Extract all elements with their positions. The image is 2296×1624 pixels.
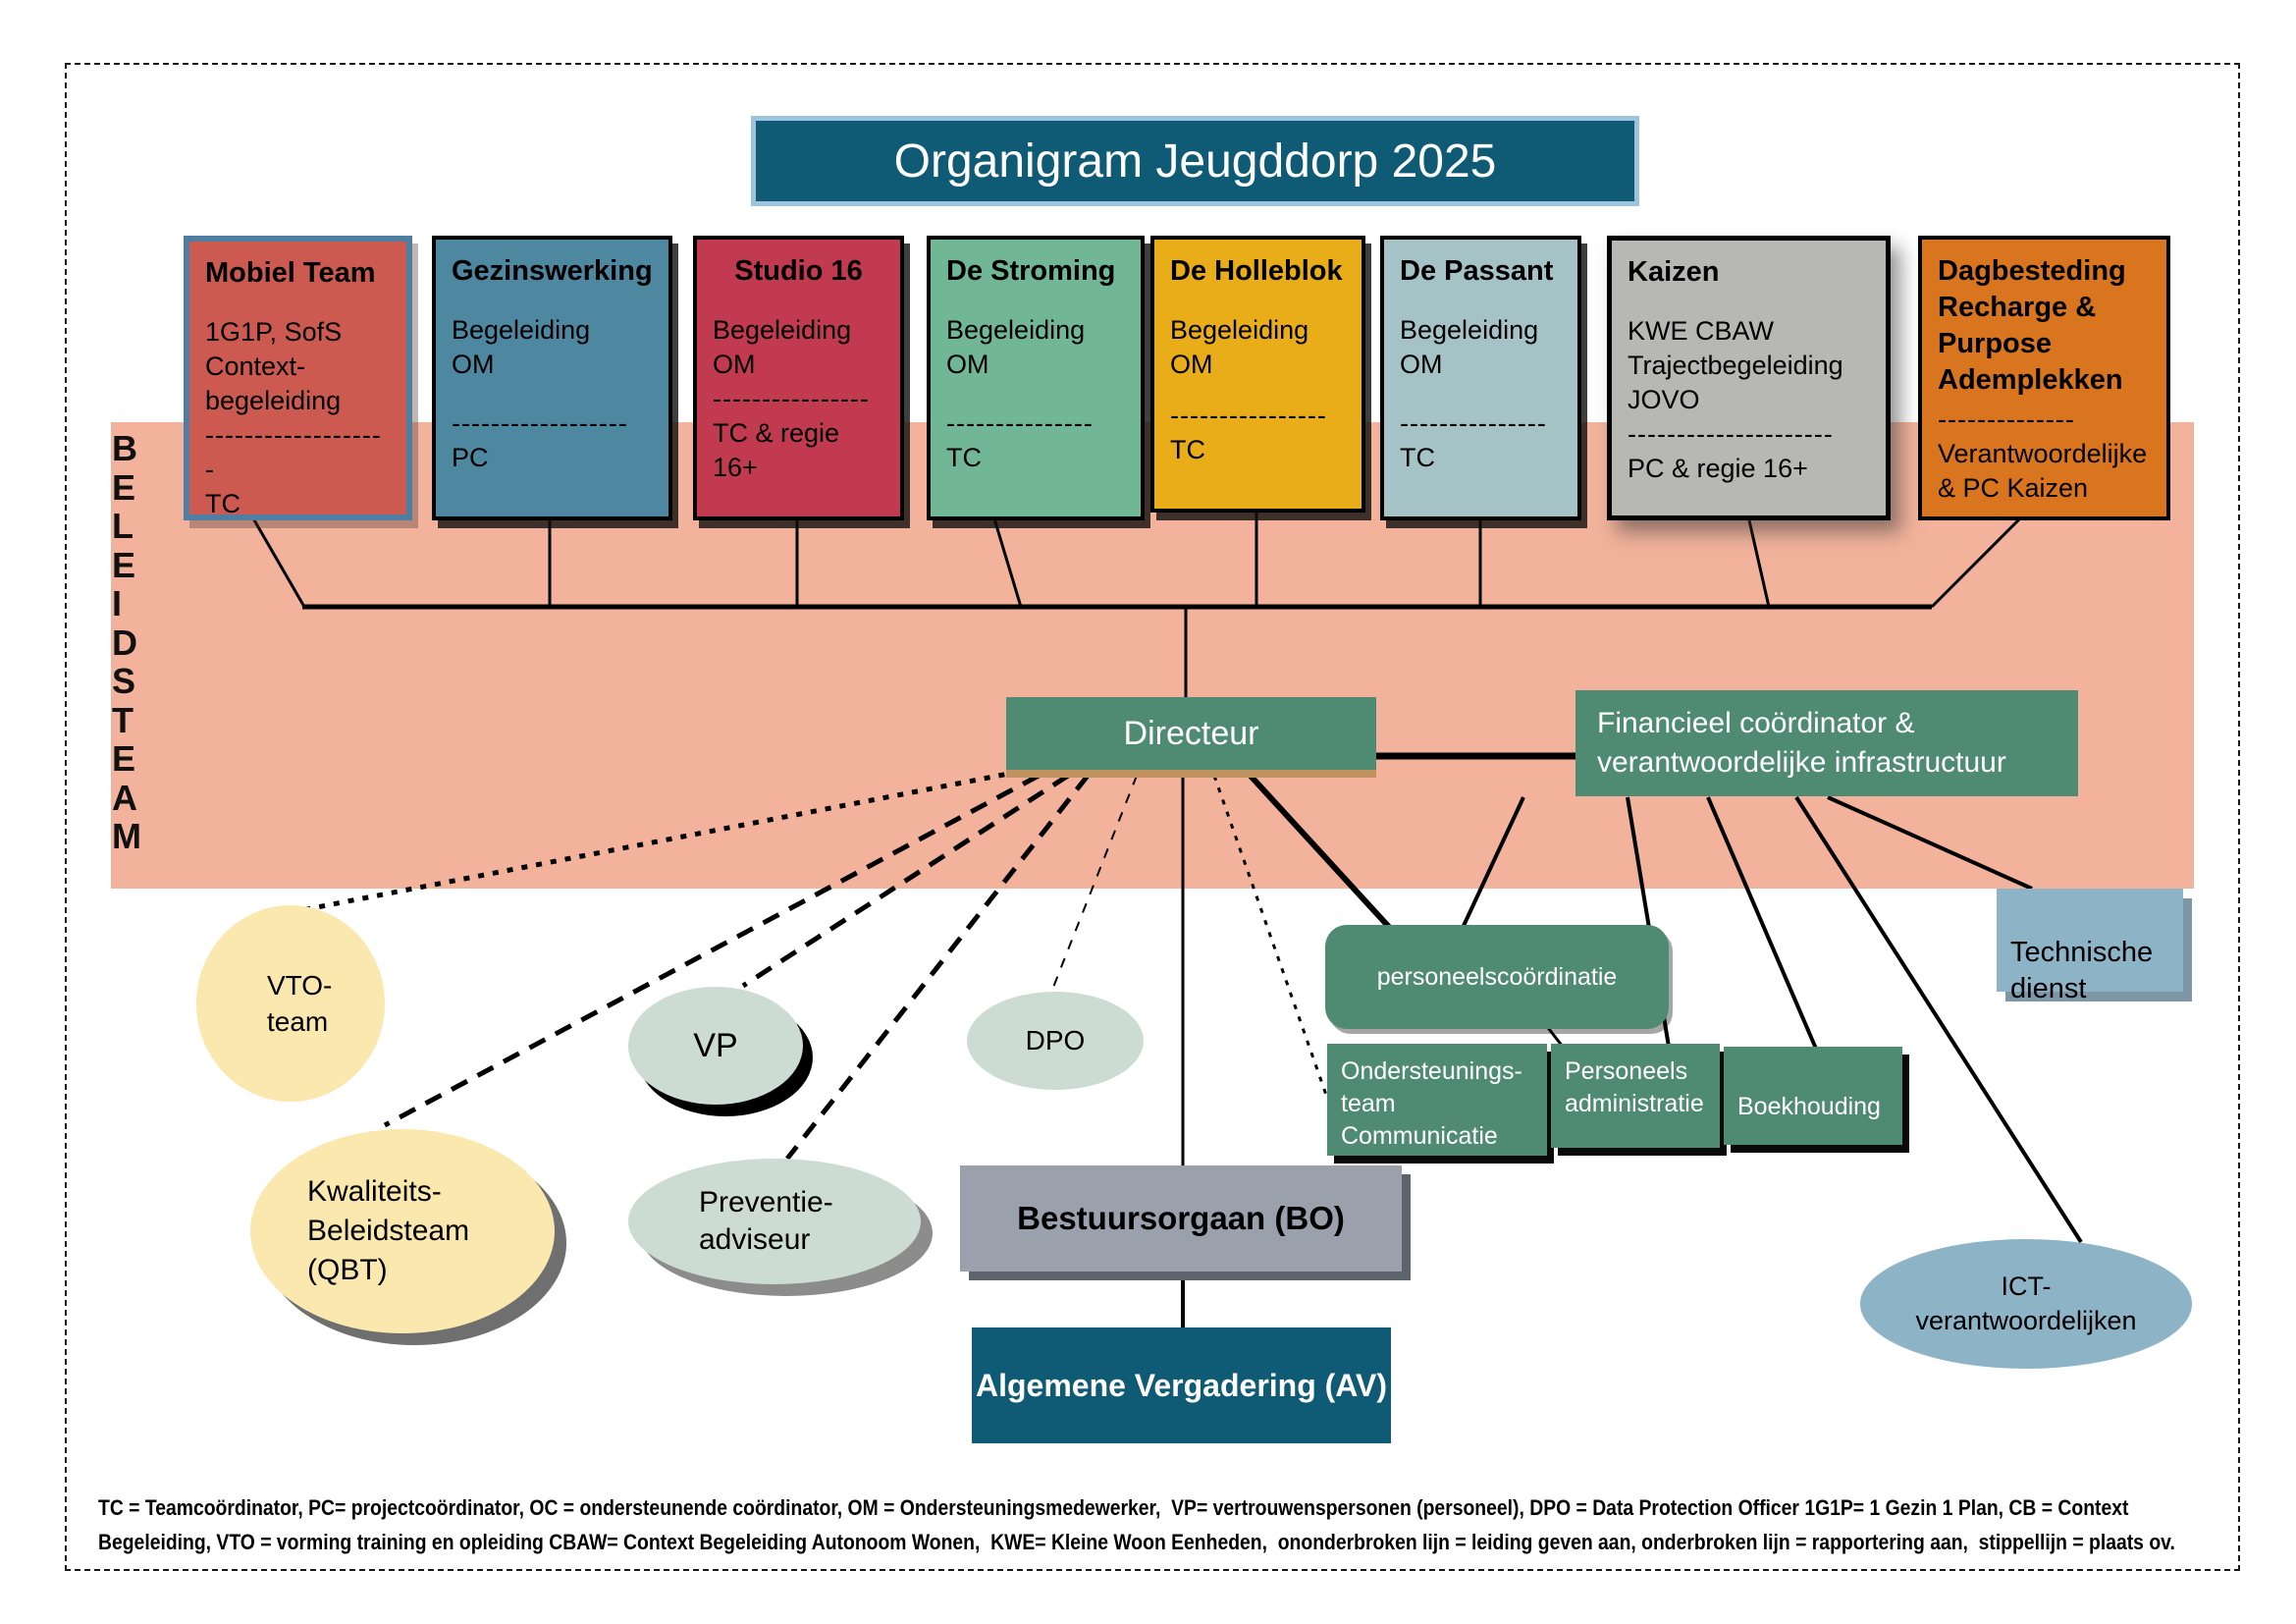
algemene-vergadering-label: Algemene Vergadering (AV) [975,1367,1388,1403]
team-role: PC [452,443,489,472]
team-role: TC [946,443,982,472]
team-divider: ------------------ [452,408,628,438]
bus-drop-kaizen [1747,519,1771,608]
financieel-coordinator-box: Financieel coördinator & verantwoordelij… [1575,690,2078,796]
preventie-adviseur-label: Preventie- adviseur [699,1186,833,1256]
team-divider: --------------- [1400,408,1547,438]
edge-directeur-qbt [383,773,1041,1128]
vto-team-label: VTO- team [267,970,333,1037]
team-role: PC & regie 16+ [1628,454,1808,483]
bus-drop-dagbesteding [1930,516,2022,609]
personeelsadministratie-box: Personeels administratie [1551,1044,1720,1148]
team-box-de-holleblok: De Holleblok Begeleiding OM ------------… [1150,236,1365,513]
personeelscoordinatie-label: personeelscoördinatie [1376,962,1618,991]
team-name: Dagbesteding Recharge & Purpose Ademplek… [1938,255,2126,396]
dpo-label: DPO [1025,1025,1086,1056]
vp-ellipse: VP [628,987,803,1105]
edge-directeur-personeelscoordinatie [1246,771,1402,941]
algemene-vergadering-box: Algemene Vergadering (AV) [972,1327,1391,1443]
team-role: TC [205,489,240,518]
team-body: 1G1P, SofS Context- begeleiding [205,317,343,415]
page-dashed-border [65,63,2240,1571]
bus-drop-mobiel-team [251,517,306,608]
vto-team-ellipse: VTO- team [196,905,385,1102]
team-body: Begeleiding OM [452,315,591,379]
page-title-text: Organigram Jeugddorp 2025 [893,135,1497,188]
team-divider: ---------------- [713,384,870,413]
team-box-kaizen: Kaizen KWE CBAW Trajectbegeleiding JOVO … [1607,236,1891,520]
team-body: Begeleiding OM [946,315,1086,379]
directeur-box: Directeur [1006,697,1376,778]
team-role: TC [1400,443,1435,472]
team-name: De Holleblok [1170,255,1343,287]
team-name: De Stroming [946,255,1116,287]
boekhouding-label: Boekhouding [1737,1092,1881,1120]
edge-financieel-boekhouding [1706,796,1818,1050]
team-role: TC [1170,435,1205,464]
technische-dienst-box: Technische dienst [1997,889,2183,1004]
edge-financieel-technische-dienst [1827,795,2033,891]
edge-directeur-vto-team [295,769,1020,914]
ondersteuningsteam-box: Ondersteunings- team Communicatie [1327,1044,1547,1156]
team-role: TC & regie 16+ [713,418,840,482]
team-divider: --------------------- [1628,419,1834,449]
team-box-dagbesteding: Dagbesteding Recharge & Purpose Ademplek… [1918,236,2170,520]
team-divider: --------------- [946,408,1094,438]
team-box-de-passant: De Passant Begeleiding OM --------------… [1380,236,1581,520]
bestuursorgaan-box: Bestuursorgaan (BO) [960,1165,1402,1272]
ict-label: ICT- verantwoordelijken [1915,1272,2137,1335]
team-divider: ------------------- [205,420,382,484]
beleidsteam-vertical-label: B E L E I D S T E A M [112,428,141,856]
team-name: De Passant [1400,255,1554,287]
ondersteuningsteam-label: Ondersteunings- team Communicatie [1341,1057,1522,1150]
personeelsadministratie-label: Personeels administratie [1565,1057,1704,1117]
technische-dienst-label: Technische dienst [2010,937,2154,1004]
edge-financieel-personeelscoordinatie [1461,796,1525,929]
preventie-adviseur-ellipse: Preventie- adviseur [628,1159,921,1284]
bestuursorgaan-label: Bestuursorgaan (BO) [1017,1200,1345,1236]
team-box-gezinswerking: Gezinswerking Begeleiding OM -----------… [432,236,672,520]
team-name: Gezinswerking [452,255,653,287]
edge-directeur-preventie-adviseur [785,774,1090,1161]
team-divider: -------------- [1938,405,2075,434]
team-name: Mobiel Team [205,257,376,289]
team-body: KWE CBAW Trajectbegeleiding JOVO [1628,316,1843,414]
team-role: Verantwoordelijke & PC Kaizen [1938,439,2148,503]
kwaliteits-beleidsteam-ellipse: Kwaliteits- Beleidsteam (QBT) [250,1129,555,1333]
boekhouding-box: Boekhouding [1724,1047,1902,1145]
dpo-ellipse: DPO [967,992,1144,1090]
financieel-label: Financieel coördinator & verantwoordelij… [1597,707,2006,779]
ict-verantwoordelijken-ellipse: ICT- verantwoordelijken [1860,1239,2192,1369]
team-body: Begeleiding OM [1170,315,1309,379]
team-box-mobiel-team: Mobiel Team 1G1P, SofS Context- begeleid… [184,236,412,520]
personeelscoordinatie-box: personeelscoördinatie [1325,925,1669,1029]
team-body: Begeleiding OM [1400,315,1539,379]
team-divider: ---------------- [1170,401,1327,430]
qbt-label: Kwaliteits- Beleidsteam (QBT) [307,1175,470,1286]
edge-directeur-vp [741,773,1070,989]
vp-label: VP [693,1026,738,1064]
team-box-studio-16: Studio 16 Begeleiding OM ---------------… [693,236,904,520]
team-body: Begeleiding OM [713,315,852,379]
edge-financieel-ict [1794,795,2083,1244]
team-box-de-stroming: De Stroming Begeleiding OM -------------… [927,236,1145,520]
bus-drop-de-stroming [991,514,1023,608]
directeur-label: Directeur [1123,714,1259,752]
edge-directeur-ondersteuningsteam [1212,775,1329,1099]
page-title: Organigram Jeugddorp 2025 [751,116,1639,206]
legend-text: TC = Teamcoördinator, PC= projectcoördin… [98,1495,2175,1554]
team-name: Kaizen [1628,256,1720,288]
team-name: Studio 16 [734,255,863,287]
